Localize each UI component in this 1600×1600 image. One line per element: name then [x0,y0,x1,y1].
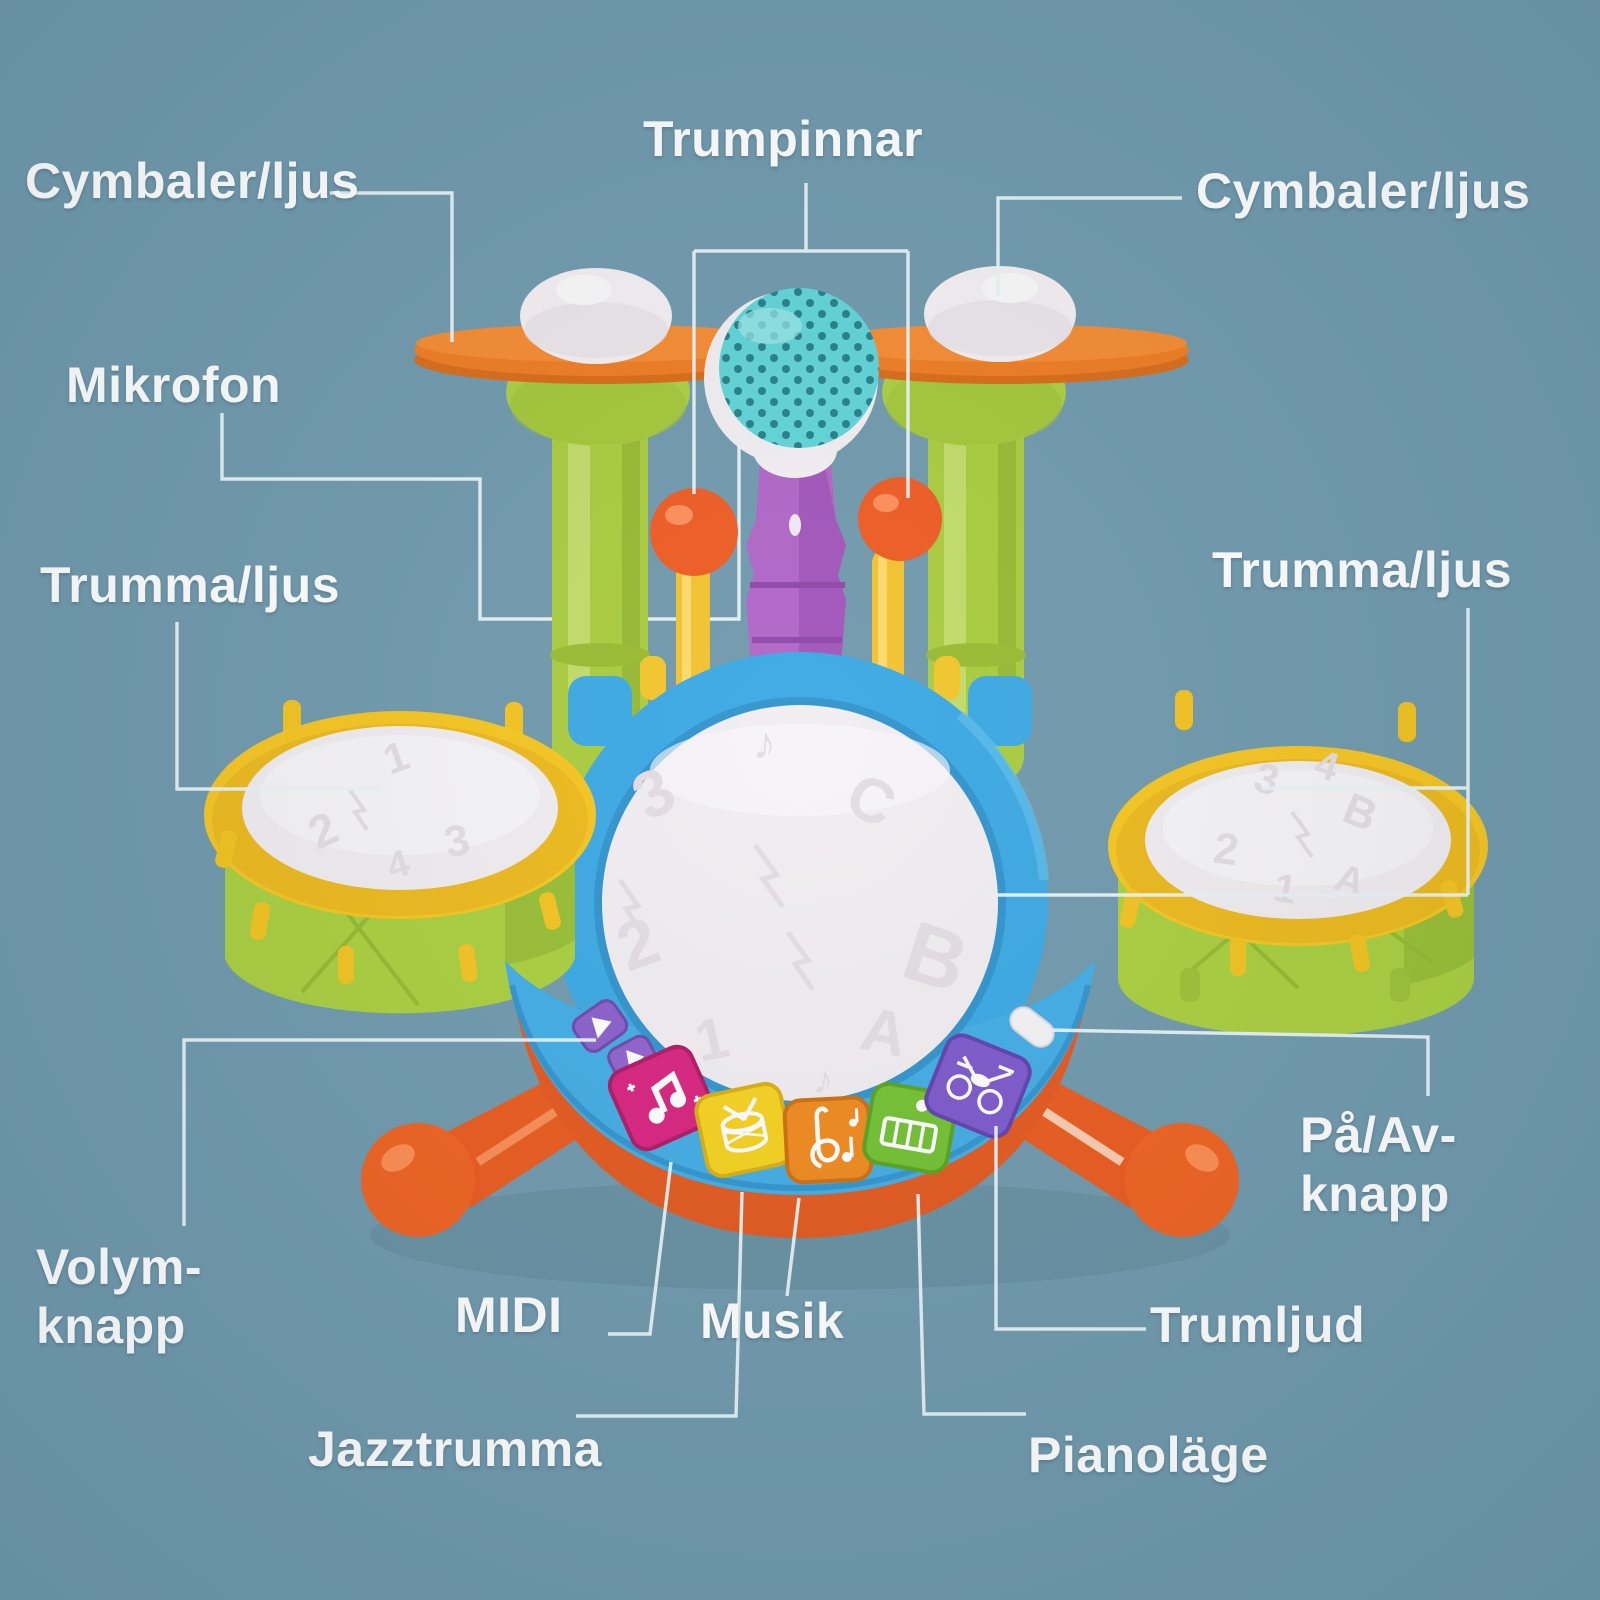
drum-kit-icon [946,1055,1015,1115]
treble-clef-icon [810,1106,859,1169]
label-cymbals-left: Cymbaler/ljus [25,153,360,209]
power-line [1047,1028,1430,1096]
body-peg-left [640,656,666,700]
label-volume-line2: knapp [36,1298,186,1354]
cymbal-right [817,266,1189,384]
midi-line [608,1161,673,1336]
svg-text:♪: ♪ [751,716,778,770]
music-notes-icon [626,1070,703,1124]
drumsticks-line [692,183,910,498]
label-microphone: Mikrofon [66,357,282,413]
drum-icon [720,1096,769,1153]
drum-sound-button [924,1033,1032,1139]
center-drum: A B C 1 2 3 ♪ ♪ [594,697,1006,1109]
body-peg-right [934,656,960,700]
label-volume-line1: Volym- [36,1239,202,1295]
label-power-button: På/Av- knapp [1300,1106,1457,1224]
label-power-line2: knapp [1300,1166,1450,1222]
label-drum-right: Trumma/ljus [1212,542,1513,598]
volume-line [182,1038,596,1226]
triangle-icon [591,1017,612,1039]
drum-left: 1 2 3 4 [204,700,596,1014]
label-midi: MIDI [455,1287,563,1343]
cymbal-left [414,268,786,384]
label-power-line1: På/Av- [1300,1107,1457,1163]
jazz-drum-line [576,1191,744,1418]
power-lever [1009,1006,1055,1048]
drum-sound-line [994,1126,1146,1331]
label-drumsticks: Trumpinnar [643,111,924,167]
label-volume-button: Volym- knapp [36,1238,202,1356]
piano-mode-line [916,1193,1026,1416]
label-cymbals-right: Cymbaler/ljus [1196,163,1531,219]
drum-left-line [175,622,382,791]
label-piano-mode: Pianoläge [1028,1427,1269,1483]
label-drum-sound: Trumljud [1150,1297,1366,1353]
midi-button [607,1044,717,1152]
label-music: Musik [700,1293,845,1349]
drum-right-line [988,608,1470,897]
cymbals-left-line [330,191,454,342]
cymbals-right-line [996,196,1182,296]
label-jazz-drum: Jazztrumma [308,1421,602,1477]
label-drum-left: Trumma/ljus [40,557,341,613]
music-button [782,1095,874,1185]
microphone [704,288,879,702]
music-line [785,1197,801,1297]
